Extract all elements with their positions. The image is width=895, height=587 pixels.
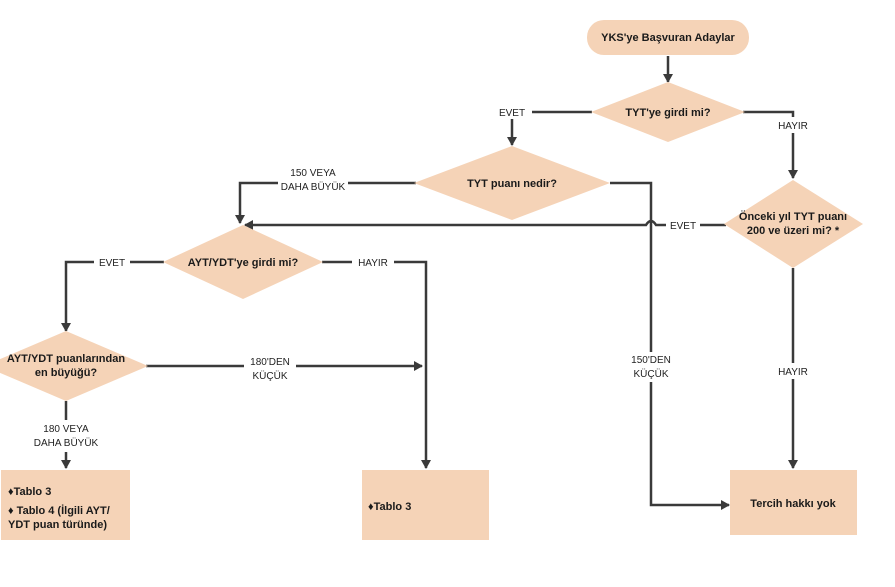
box-left-text1: Tablo 3	[14, 486, 52, 498]
node-tyt-score: TYT puanı nedir?	[414, 146, 610, 220]
node-tyt-entered: TYT'ye girdi mi?	[591, 82, 745, 142]
label-lt180-line1: 180'DEN	[250, 357, 290, 368]
mask-hayir-1	[770, 117, 816, 133]
box-mid-rect	[362, 470, 489, 540]
edge-ayt-entered-evet	[61, 260, 164, 332]
node-ayt-highest: AYT/YDT puanlarından en büyüğü?	[0, 331, 148, 401]
node-box-mid: ♦Tablo 3	[362, 470, 489, 540]
mask-ge150	[278, 164, 348, 194]
edge-label-masks	[94, 105, 816, 383]
label-evet-1: EVET	[499, 108, 525, 119]
edge-tyt-score-ge150	[235, 181, 416, 224]
node-box-right: Tercih hakkı yok	[730, 470, 857, 535]
label-hayir-1: HAYIR	[778, 121, 808, 132]
diamond-bullet-icon: ♦	[8, 505, 17, 517]
node-ayt-entered: AYT/YDT'ye girdi mi?	[163, 225, 323, 299]
node-start: YKS'ye Başvuran Adaylar	[587, 20, 749, 55]
mask-lt150	[623, 352, 679, 382]
diamond-bullet-icon: ♦	[368, 501, 374, 513]
edge-tyt-entered-hayir	[743, 110, 798, 179]
ayt-highest-label-line1: AYT/YDT puanlarından	[7, 353, 125, 365]
box-mid-text: Tablo 3	[374, 501, 412, 513]
ayt-highest-label-line2: en büyüğü?	[35, 367, 98, 379]
label-ge150-line1: 150 VEYA	[290, 168, 336, 179]
prev-year-label-line1: Önceki yıl TYT puanı	[739, 210, 847, 223]
label-ge150-line2: DAHA BÜYÜK	[281, 181, 346, 193]
start-terminator	[587, 20, 749, 55]
box-left-text2: Tablo 4 (İlgili AYT/	[17, 504, 110, 517]
mask-hayir-3	[352, 255, 394, 269]
box-left-text3: YDT puan türünde)	[8, 519, 107, 531]
label-lt150-line1: 150'DEN	[631, 355, 671, 366]
label-lt180-line2: KÜÇÜK	[252, 370, 287, 382]
edge-labels: EVET HAYIR 150 VEYA DAHA BÜYÜK 150'DEN K…	[34, 108, 808, 449]
mask-evet-3	[94, 255, 130, 269]
diamond-bullet-icon: ♦	[8, 486, 14, 498]
ayt-entered-label: AYT/YDT'ye girdi mi?	[188, 257, 299, 269]
box-left-line2: ♦ Tablo 4 (İlgili AYT/	[8, 504, 110, 517]
box-right-rect	[730, 470, 857, 535]
tyt-entered-label: TYT'ye girdi mi?	[625, 107, 710, 119]
label-hayir-3: HAYIR	[358, 258, 388, 269]
mask-evet-2	[666, 218, 700, 232]
start-label: YKS'ye Başvuran Adaylar	[601, 32, 735, 44]
box-left-line1: ♦Tablo 3	[8, 486, 51, 498]
node-box-left: ♦Tablo 3 ♦ Tablo 4 (İlgili AYT/ YDT puan…	[1, 470, 130, 540]
box-mid-line: ♦Tablo 3	[368, 501, 411, 513]
node-prev-year: Önceki yıl TYT puanı 200 ve üzeri mi? *	[724, 180, 863, 268]
edge-tyt-score-lt150	[610, 181, 730, 510]
mask-hayir-2	[770, 363, 816, 379]
label-evet-2: EVET	[670, 221, 696, 232]
prev-year-label-line2: 200 ve üzeri mi? *	[747, 225, 840, 237]
mask-evet-1	[492, 105, 532, 119]
label-lt150-line2: KÜÇÜK	[633, 368, 668, 380]
tyt-score-decision	[414, 146, 610, 220]
box-left-rect	[1, 470, 130, 540]
box-right-text: Tercih hakkı yok	[750, 498, 836, 510]
prev-year-decision	[724, 180, 863, 268]
label-evet-3: EVET	[99, 258, 125, 269]
connectors	[61, 56, 798, 510]
ayt-entered-decision	[163, 225, 323, 299]
ayt-highest-decision	[0, 331, 148, 401]
mask-lt180	[244, 355, 296, 383]
label-ge180-line1: 180 VEYA	[43, 424, 89, 435]
label-ge180-line2: DAHA BÜYÜK	[34, 437, 99, 449]
label-hayir-2: HAYIR	[778, 367, 808, 378]
tyt-score-label: TYT puanı nedir?	[467, 178, 557, 190]
tyt-entered-decision	[591, 82, 745, 142]
edge-prev-year-evet	[244, 219, 726, 230]
